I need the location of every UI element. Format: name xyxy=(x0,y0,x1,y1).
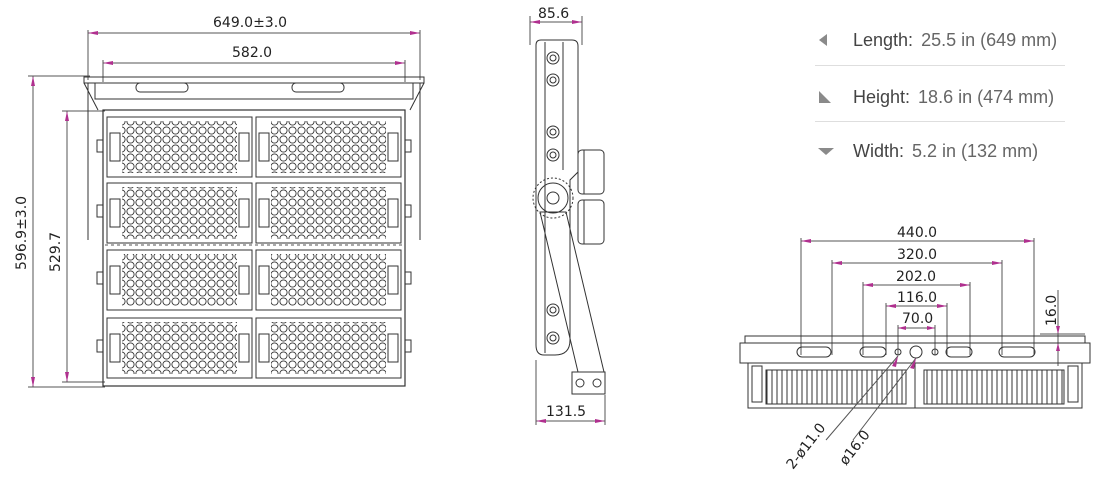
dim-thickness: 16.0 xyxy=(1040,290,1085,366)
inner-height-label: 529.7 xyxy=(48,232,64,272)
led-module xyxy=(255,182,402,244)
led-module xyxy=(106,116,253,178)
spec-length: Length: 25.5 in (649 mm) xyxy=(815,18,1085,62)
dim-bracket-depth: 131.5 xyxy=(535,360,606,425)
spec-height-label: Height: xyxy=(853,86,911,107)
led-module xyxy=(106,249,253,311)
spec-divider xyxy=(815,121,1065,122)
spec-width: Width: 5.2 in (132 mm) xyxy=(815,129,1085,173)
dim-spacing-5: 70.0 xyxy=(897,311,936,355)
led-modules xyxy=(106,116,402,379)
dim-inner-width: 582.0 xyxy=(102,45,406,82)
dim-inner-height: 529.7 xyxy=(48,110,105,383)
inner-width-label: 582.0 xyxy=(232,45,272,61)
led-module xyxy=(106,182,253,244)
top-depth-label: 85.6 xyxy=(538,6,569,22)
spacing-5-label: 70.0 xyxy=(902,311,933,327)
hole-small-label: 2-ø11.0 xyxy=(784,420,830,472)
led-module xyxy=(255,317,402,379)
spec-width-label: Width: xyxy=(853,140,905,161)
spec-width-value: 5.2 in (132 mm) xyxy=(912,140,1039,161)
side-clamps xyxy=(96,139,412,353)
front-view: 649.0±3.0 582.0 596.9±3.0 529.7 xyxy=(14,15,425,388)
led-module xyxy=(106,317,253,379)
spec-length-value: 25.5 in (649 mm) xyxy=(921,29,1058,50)
dim-spacing-4: 116.0 xyxy=(885,290,948,355)
dim-top-depth: 85.6 xyxy=(529,6,583,45)
spec-height: Height: 18.6 in (474 mm) xyxy=(815,75,1085,119)
led-module xyxy=(255,116,402,178)
spacing-3-label: 202.0 xyxy=(896,269,936,285)
top-bracket xyxy=(83,76,425,240)
spacing-4-label: 116.0 xyxy=(897,290,937,306)
width-icon xyxy=(815,143,841,159)
height-icon xyxy=(815,89,841,105)
bottom-view: 440.0 320.0 202.0 116.0 xyxy=(739,225,1091,472)
dim-spacing-2: 320.0 xyxy=(831,247,1003,355)
overall-width-label: 649.0±3.0 xyxy=(213,15,287,31)
overall-height-label: 596.9±3.0 xyxy=(14,196,30,270)
dim-overall-height: 596.9±3.0 xyxy=(14,75,105,388)
hole-large-label: ø16.0 xyxy=(837,427,874,468)
thickness-label: 16.0 xyxy=(1044,295,1060,326)
side-view: 85.6 131.5 xyxy=(529,6,606,425)
spec-length-label: Length: xyxy=(853,29,914,50)
front-housing xyxy=(102,109,406,387)
bracket-depth-label: 131.5 xyxy=(546,404,586,420)
spacing-2-label: 320.0 xyxy=(897,247,937,263)
spacing-1-label: 440.0 xyxy=(897,225,937,241)
spec-divider xyxy=(815,65,1065,66)
led-module xyxy=(255,249,402,311)
length-icon xyxy=(815,32,841,48)
spec-height-value: 18.6 in (474 mm) xyxy=(918,86,1055,107)
dim-overall-width: 649.0±3.0 xyxy=(87,15,421,80)
dim-spacing-3: 202.0 xyxy=(862,269,971,355)
